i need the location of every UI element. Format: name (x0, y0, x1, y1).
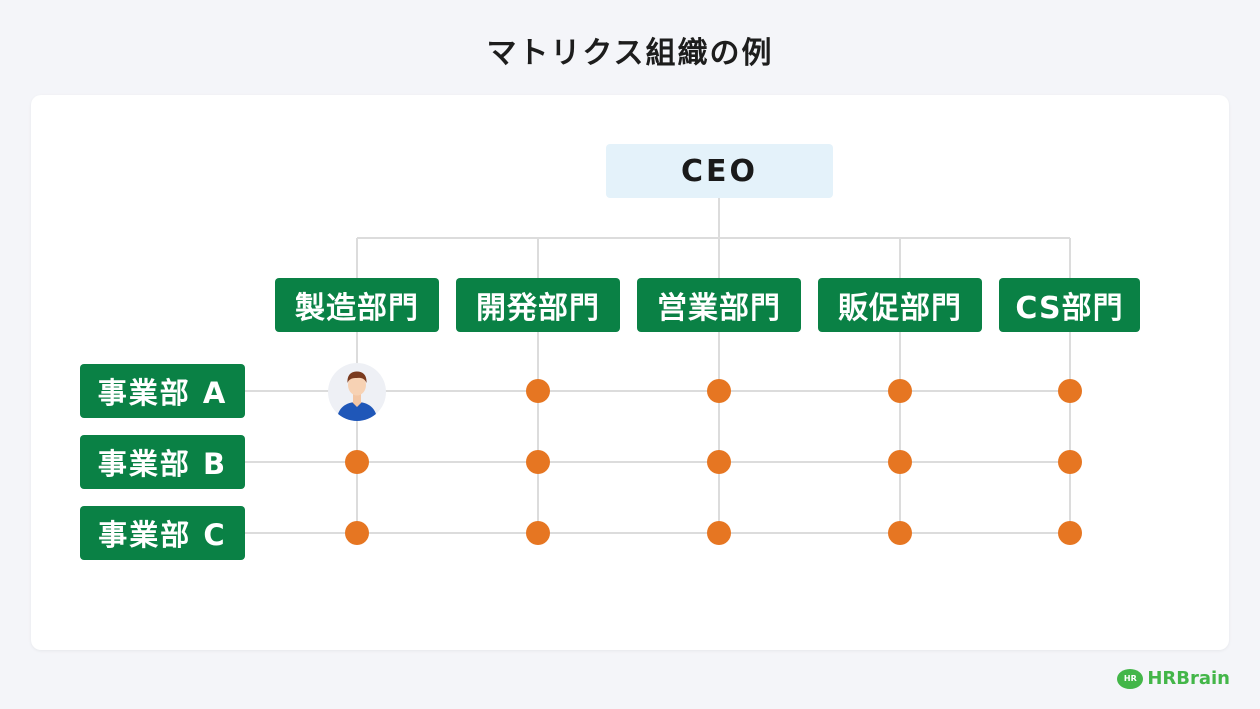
person-avatar-icon (328, 363, 386, 421)
diagram-title: マトリクス組織の例 (486, 36, 774, 71)
division-c: 事業部 C (80, 506, 245, 560)
matrix-dot-c-development (526, 521, 550, 545)
department-cs: CS部門 (999, 278, 1140, 332)
matrix-dot-a-development (526, 379, 550, 403)
matrix-dot-a-sales (707, 379, 731, 403)
ceo-box: CEO (606, 144, 833, 198)
matrix-dot-b-cs (1058, 450, 1082, 474)
department-promotion: 販促部門 (818, 278, 982, 332)
matrix-dot-b-promotion (888, 450, 912, 474)
department-manufacturing: 製造部門 (275, 278, 439, 332)
matrix-dot-c-manufacturing (345, 521, 369, 545)
logo-badge-icon: HR (1117, 668, 1144, 689)
hrbrain-logo: HR HRBrain (1117, 668, 1230, 689)
logo-text: HRBrain (1147, 668, 1230, 689)
matrix-dot-c-sales (707, 521, 731, 545)
matrix-dot-c-promotion (888, 521, 912, 545)
matrix-dot-b-sales (707, 450, 731, 474)
matrix-dot-b-development (526, 450, 550, 474)
department-sales: 営業部門 (637, 278, 801, 332)
matrix-dot-a-promotion (888, 379, 912, 403)
division-b: 事業部 B (80, 435, 245, 489)
matrix-dot-a-cs (1058, 379, 1082, 403)
department-development: 開発部門 (456, 278, 620, 332)
division-a: 事業部 A (80, 364, 245, 418)
matrix-dot-b-manufacturing (345, 450, 369, 474)
matrix-dot-c-cs (1058, 521, 1082, 545)
